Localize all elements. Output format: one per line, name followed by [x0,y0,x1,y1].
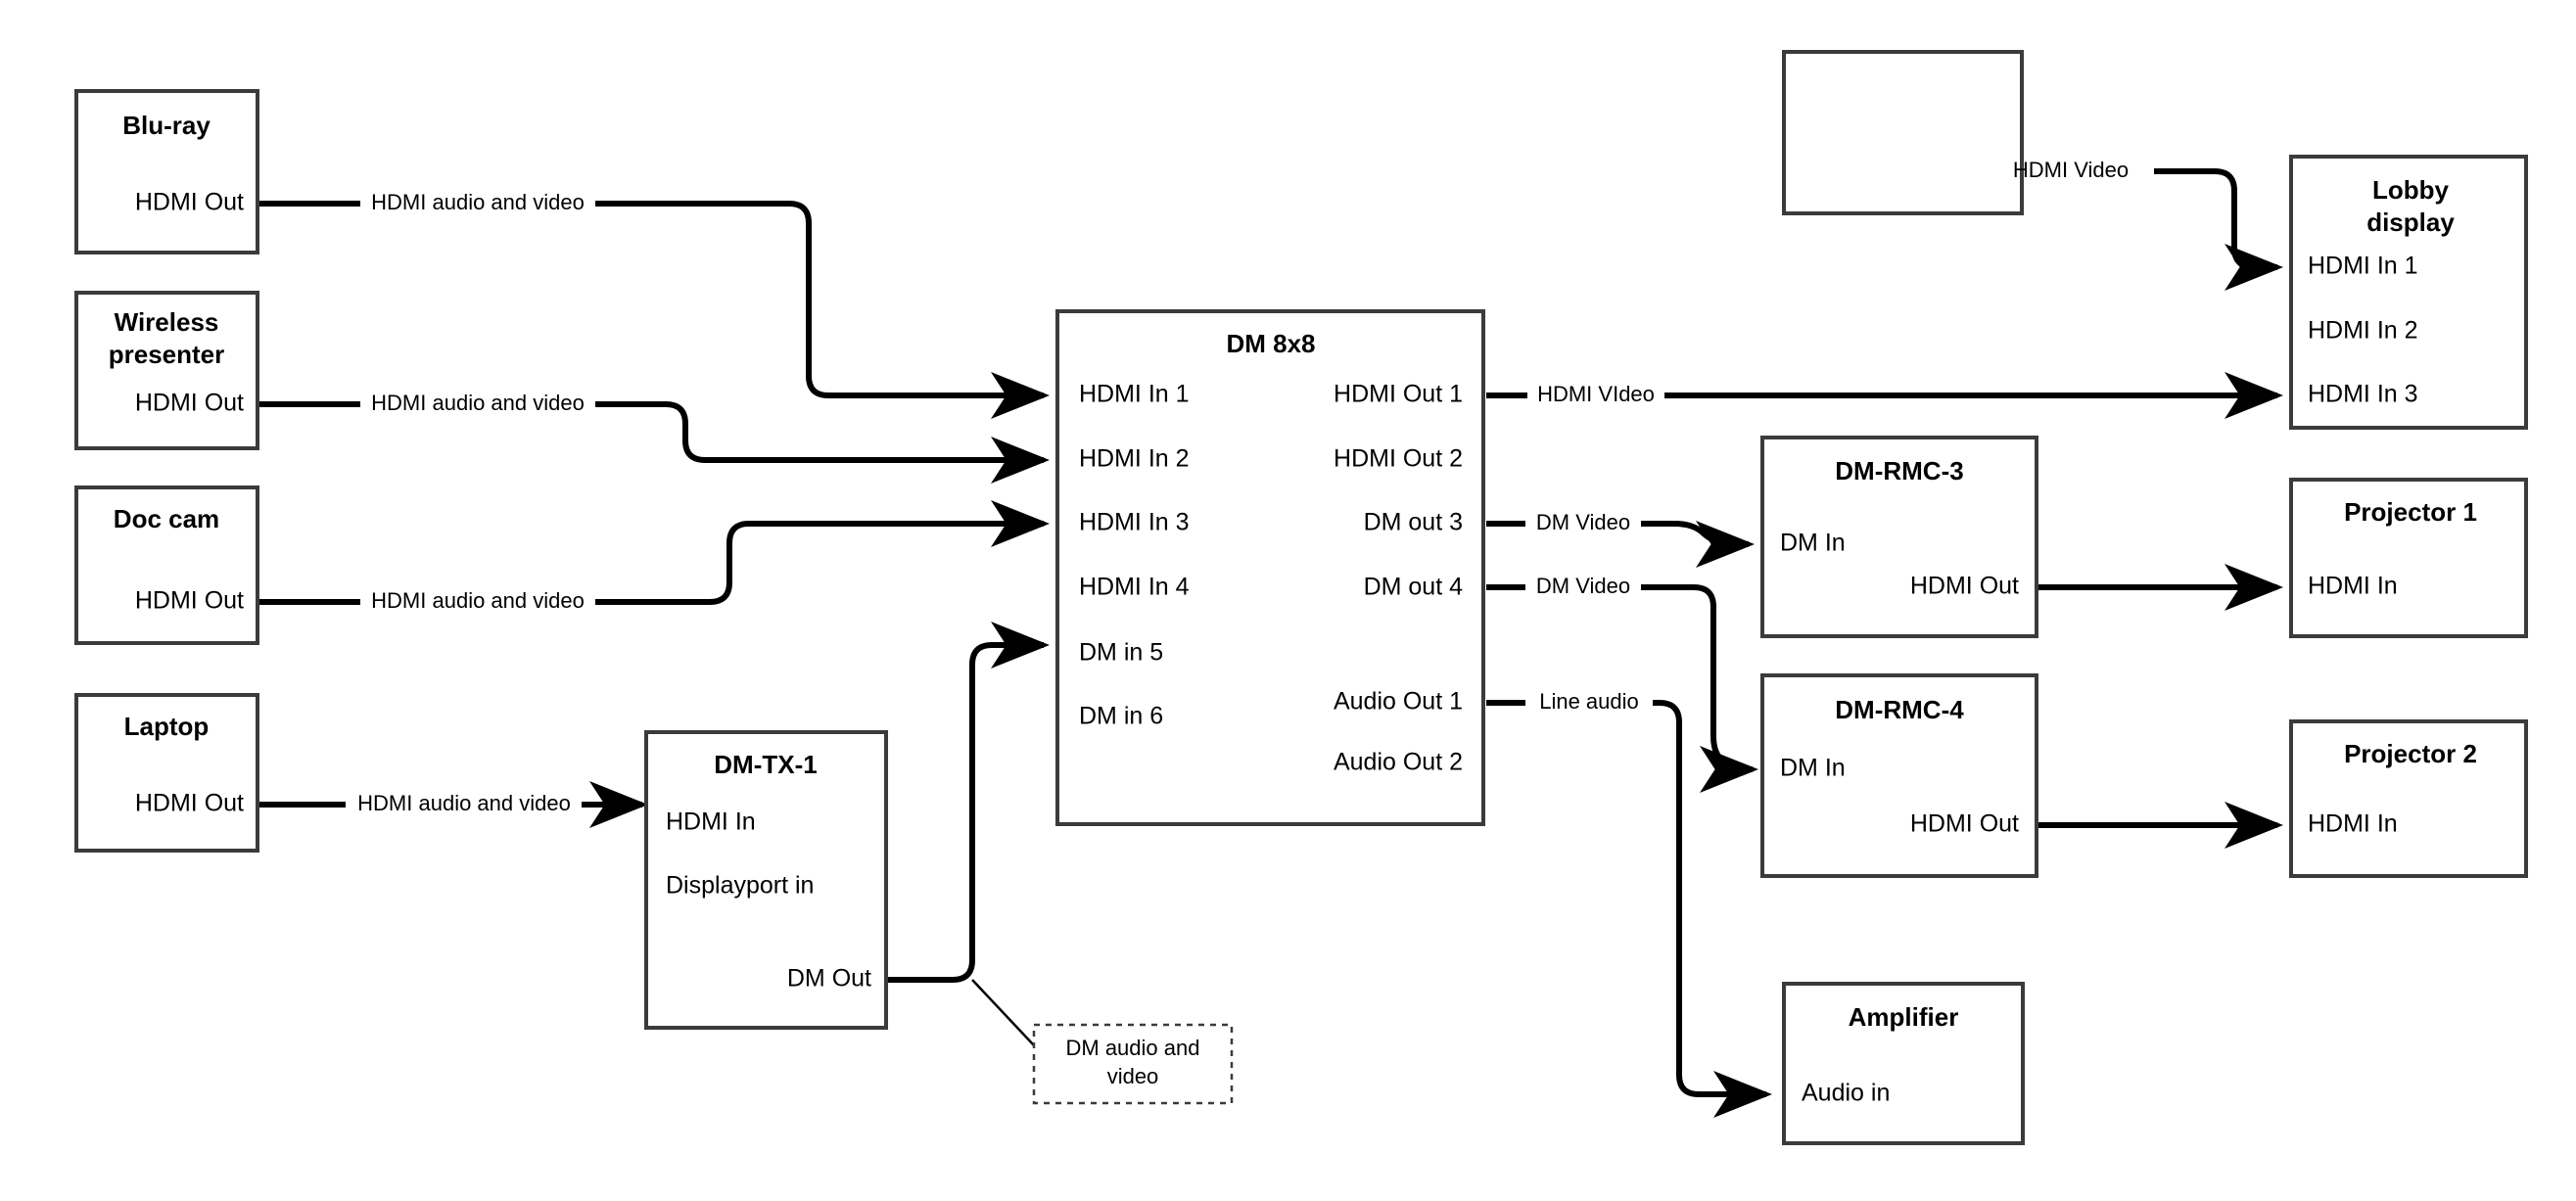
device-dm-rmc-4[interactable]: DM-RMC-4 DM In HDMI Out [1760,673,2038,878]
device-title-line1: Wireless [115,307,219,337]
label-dm-out3-to-rmc3: DM Video [1536,510,1630,534]
port-audio-in: Audio in [1802,1080,1890,1107]
port-hdmi-in-1: HDMI In 1 [1079,381,1190,408]
wire-dm8x8-audioout1-to-amplifier [1486,700,1772,1118]
device-amplifier[interactable]: Amplifier Audio in [1782,982,2025,1145]
device-lobby-display[interactable]: Lobby display HDMI In 1 HDMI In 2 HDMI I… [2289,155,2528,430]
label-dm-audio1-to-amp: Line audio [1539,689,1639,714]
device-title-line1: Lobby [2372,175,2450,205]
port-hdmi-out: HDMI Out [135,790,244,817]
device-title-line2: display [2366,208,2455,237]
wire-labels: HDMI audio and video HDMI audio and vide… [357,158,2129,815]
device-title: Doc cam [114,504,219,533]
port-hdmi-out-1: HDMI Out 1 [1334,381,1463,408]
device-wireless-presenter[interactable]: Wireless presenter HDMI Out [74,291,259,450]
device-title: Projector 2 [2344,739,2477,768]
port-hdmi-in-1: HDMI In 1 [2308,253,2418,280]
port-hdmi-in-4: HDMI In 4 [1079,574,1190,601]
device-title: DM 8x8 [1226,329,1315,358]
device-projector-1[interactable]: Projector 1 HDMI In [2289,478,2528,638]
device-projector-2[interactable]: Projector 2 HDMI In [2289,719,2528,878]
device-title: Blu-ray [122,111,211,140]
port-dm-in-5: DM in 5 [1079,639,1163,667]
port-hdmi-in-2: HDMI In 2 [1079,445,1190,473]
wire-dm8x8-dmout3-to-rmc3 [1486,521,1755,568]
port-hdmi-in-2: HDMI In 2 [2308,317,2418,345]
label-sign-to-lobby: HDMI Video [2013,158,2129,182]
device-title: DM-RMC-3 [1835,456,1963,485]
annotation-line2: video [1107,1064,1159,1088]
annotation-dm-audio-video: DM audio and video [1032,1023,1234,1105]
device-title: Amplifier [1849,1002,1959,1032]
port-dm-out: DM Out [787,965,871,993]
device-digital-sign-box-frame [1782,50,2024,215]
device-dm-rmc-3[interactable]: DM-RMC-3 DM In HDMI Out [1760,436,2038,638]
device-laptop[interactable]: Laptop HDMI Out [74,693,259,853]
device-bluray[interactable]: Blu-ray HDMI Out [74,89,259,254]
device-title: Projector 1 [2344,497,2477,527]
port-dm-in-6: DM in 6 [1079,703,1163,730]
port-hdmi-in: HDMI In [2308,573,2398,600]
label-wireless-to-dm: HDMI audio and video [371,391,585,415]
device-title: Laptop [124,712,210,741]
port-dm-in: DM In [1780,755,1846,782]
wire-bluray-to-dm8x8 [258,201,1050,419]
port-hdmi-out: HDMI Out [135,189,244,216]
port-dm-in: DM In [1780,530,1846,557]
device-dm-tx-1[interactable]: DM-TX-1 HDMI In Displayport in DM Out [644,730,888,1030]
label-dm-out4-to-rmc4: DM Video [1536,574,1630,598]
port-audio-out-1: Audio Out 1 [1334,688,1463,716]
port-displayport-in: Displayport in [666,872,814,900]
label-bluray-to-dm: HDMI audio and video [371,190,585,214]
label-dm-hdmiout1-to-lobby: HDMI VIdeo [1537,382,1655,406]
device-title-line2: presenter [109,340,225,369]
annotation-line1: DM audio and [1066,1036,1200,1060]
label-laptop-to-tx: HDMI audio and video [357,791,571,815]
device-dm-8x8[interactable]: DM 8x8 HDMI In 1 HDMI In 2 HDMI In 3 HDM… [1055,309,1485,826]
port-audio-out-2: Audio Out 2 [1334,749,1463,776]
port-dm-out-3: DM out 3 [1364,509,1463,536]
wire-doccam-to-dm8x8 [258,500,1050,605]
device-title: DM-TX-1 [714,750,817,779]
device-doc-cam[interactable]: Doc cam HDMI Out [74,485,259,645]
wire-wireless-to-dm8x8 [258,401,1050,484]
wire-dmtx1-to-dm8x8 [886,622,1050,983]
port-hdmi-out: HDMI Out [135,587,244,615]
port-hdmi-out-2: HDMI Out 2 [1334,445,1463,473]
annotation-leader-line [971,979,1035,1046]
port-dm-out-4: DM out 4 [1364,574,1464,601]
port-hdmi-in: HDMI In [2308,810,2398,838]
port-hdmi-in: HDMI In [666,808,756,836]
port-hdmi-out: HDMI Out [1910,810,2019,838]
port-hdmi-in-3: HDMI In 3 [1079,509,1190,536]
device-title: DM-RMC-4 [1835,695,1964,724]
port-hdmi-out: HDMI Out [135,390,244,417]
label-doccam-to-dm: HDMI audio and video [371,588,585,613]
port-hdmi-out: HDMI Out [1910,573,2019,600]
port-hdmi-in-3: HDMI In 3 [2308,381,2418,408]
wire-dm8x8-dmout4-to-rmc4 [1486,584,1758,793]
